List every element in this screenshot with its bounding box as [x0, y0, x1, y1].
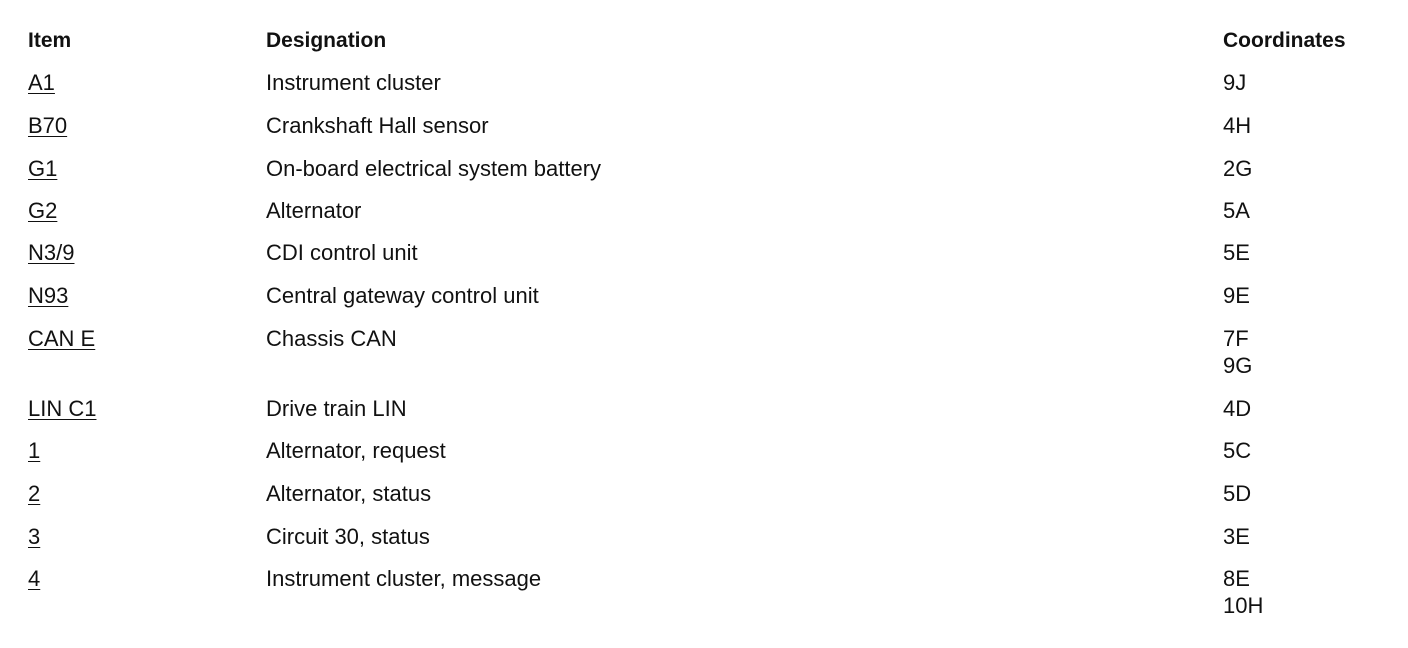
- coordinate-value: 4H: [1223, 113, 1252, 138]
- header-coordinates: Coordinates: [1223, 29, 1346, 52]
- coordinate-cell: 5C: [1223, 437, 1251, 464]
- coordinate-value: 10H: [1223, 593, 1264, 618]
- item-link[interactable]: 3: [28, 524, 41, 549]
- coordinate-value: 4D: [1223, 396, 1252, 421]
- coordinate-value: 5C: [1223, 438, 1252, 463]
- designation-text: Chassis CAN: [266, 326, 397, 351]
- designation-text: Central gateway control unit: [266, 283, 539, 308]
- coordinate-cell: 9E: [1223, 282, 1250, 309]
- coordinate-value: 5D: [1223, 481, 1252, 506]
- coordinate-value: 7F: [1223, 326, 1249, 351]
- designation-text: Crankshaft Hall sensor: [266, 113, 489, 138]
- coordinate-value: 9E: [1223, 283, 1250, 308]
- designation-text: Alternator, request: [266, 438, 446, 463]
- header-item: Item: [28, 29, 72, 52]
- designation-text: Instrument cluster, message: [266, 566, 542, 591]
- item-link[interactable]: 2: [28, 481, 41, 506]
- item-link[interactable]: CAN E: [28, 326, 96, 351]
- item-link[interactable]: G2: [28, 198, 58, 223]
- coordinate-value: 9G: [1223, 353, 1253, 378]
- coordinate-value: 8E: [1223, 566, 1250, 591]
- header-designation: Designation: [266, 29, 387, 52]
- item-link[interactable]: B70: [28, 113, 68, 138]
- item-link[interactable]: 4: [28, 566, 41, 591]
- designation-text: CDI control unit: [266, 240, 418, 265]
- coordinate-cell: 8E 10H: [1223, 565, 1263, 619]
- designation-text: Drive train LIN: [266, 396, 407, 421]
- designation-text: Alternator: [266, 198, 362, 223]
- coordinate-value: 9J: [1223, 70, 1247, 95]
- coordinate-cell: 5D: [1223, 480, 1251, 507]
- coordinate-value: 5E: [1223, 240, 1250, 265]
- item-link[interactable]: N3/9: [28, 240, 75, 265]
- coordinate-value: 5A: [1223, 198, 1250, 223]
- item-link[interactable]: N93: [28, 283, 69, 308]
- item-link[interactable]: LIN C1: [28, 396, 97, 421]
- coordinate-value: 2G: [1223, 156, 1253, 181]
- designation-text: Instrument cluster: [266, 70, 441, 95]
- designation-text: Circuit 30, status: [266, 524, 430, 549]
- coordinate-cell: 4D: [1223, 395, 1251, 422]
- coordinate-cell: 7F 9G: [1223, 325, 1252, 379]
- designation-text: Alternator, status: [266, 481, 432, 506]
- coordinate-cell: 5E: [1223, 239, 1250, 266]
- coordinate-cell: 2G: [1223, 155, 1252, 182]
- coordinate-cell: 3E: [1223, 523, 1250, 550]
- coordinate-value: 3E: [1223, 524, 1250, 549]
- coordinate-cell: 5A: [1223, 197, 1250, 224]
- coordinate-cell: 9J: [1223, 69, 1246, 96]
- coordinate-cell: 4H: [1223, 112, 1251, 139]
- designation-text: On-board electrical system battery: [266, 156, 602, 181]
- item-link[interactable]: 1: [28, 438, 41, 463]
- item-link[interactable]: A1: [28, 70, 55, 95]
- item-link[interactable]: G1: [28, 156, 58, 181]
